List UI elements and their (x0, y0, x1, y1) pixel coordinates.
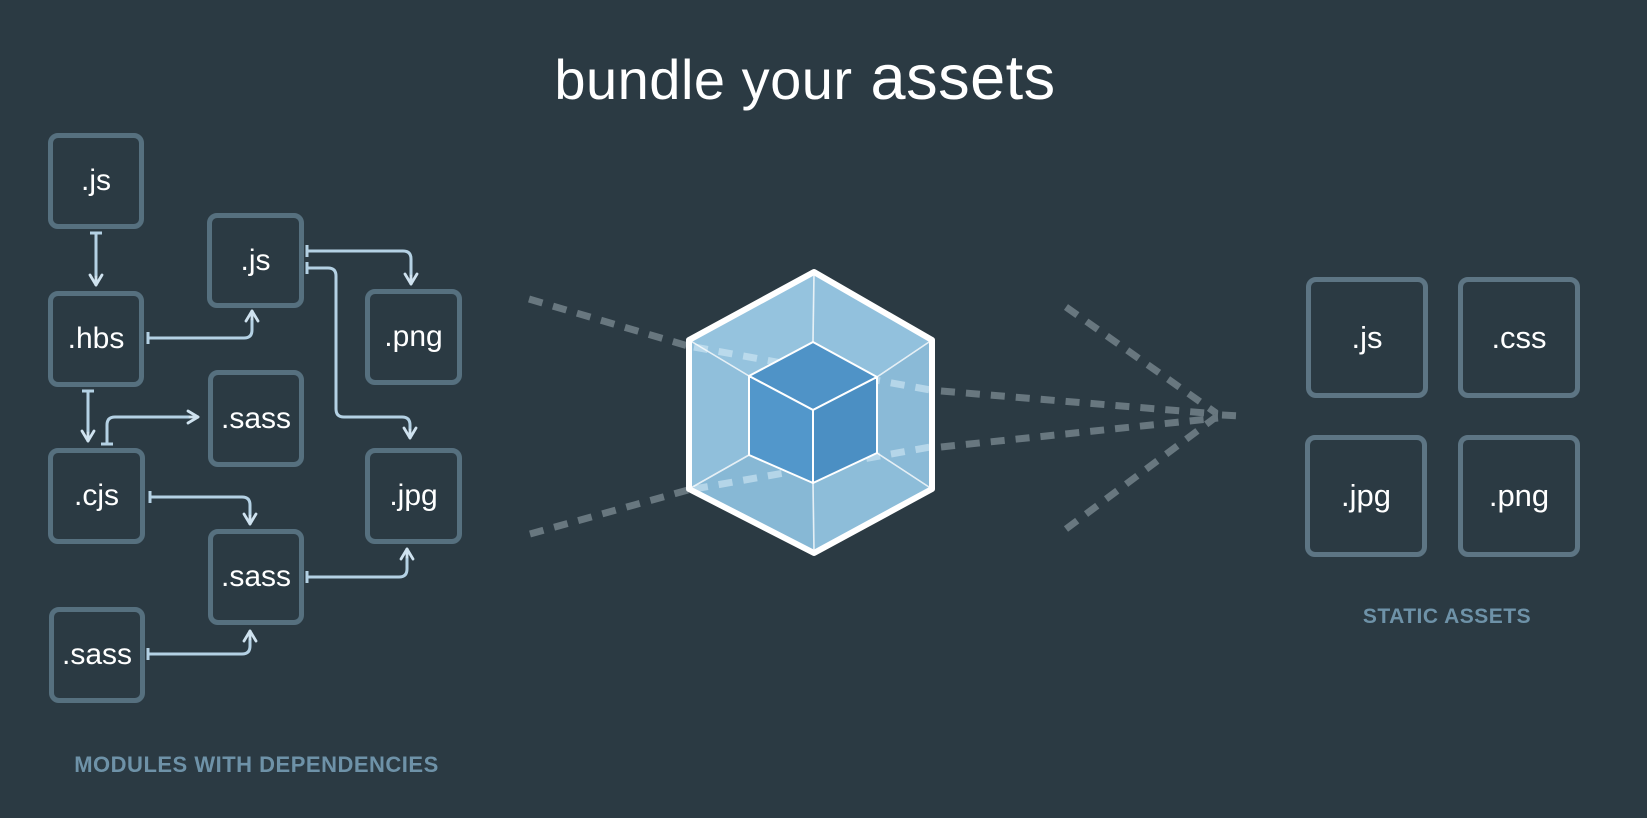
module-label: .sass (220, 560, 292, 593)
arrow-js2-to-jpg (305, 262, 418, 440)
module-label: .js (81, 164, 111, 197)
module-box-cjs: .cjs (48, 448, 145, 544)
asset-label: .jpg (1341, 478, 1391, 513)
arrow-cjs-to-sass1 (101, 409, 200, 446)
module-box-js-1: .js (48, 133, 144, 229)
arrow-sass3-to-sass2 (146, 629, 258, 660)
asset-label: .png (1488, 478, 1550, 513)
flow-arrowhead-upper (1063, 304, 1219, 416)
asset-box-js: .js (1306, 277, 1428, 398)
assets-caption: STATIC ASSETS (1362, 605, 1532, 628)
inner-cube (748, 341, 878, 484)
webpack-cube-icon (686, 269, 937, 556)
flow-through-top (693, 343, 937, 395)
asset-label: .css (1491, 319, 1547, 355)
dashed-flow-lines (528, 295, 1241, 538)
module-box-js-2: .js (207, 213, 304, 308)
flow-in-top (528, 295, 689, 350)
arrow-sass2-to-jpg (305, 547, 415, 583)
module-box-hbs: .hbs (48, 291, 144, 387)
asset-label: .js (1351, 319, 1383, 355)
arrow-cjs-to-sass2 (148, 491, 258, 526)
arrow-hbs-to-js2 (146, 309, 260, 344)
arrow-js2-to-png (305, 245, 419, 286)
title-highlight: assets (870, 43, 1056, 113)
flow-through-bottom (693, 442, 937, 493)
asset-box-jpg: .jpg (1305, 435, 1427, 557)
module-box-sass-1: .sass (208, 370, 304, 467)
module-label: .sass (220, 401, 292, 435)
module-label: .jpg (389, 479, 438, 512)
asset-box-css: .css (1458, 277, 1580, 398)
module-label: .cjs (74, 479, 119, 512)
module-box-png: .png (365, 289, 462, 385)
module-label: .hbs (67, 322, 125, 355)
flow-out-top (940, 387, 1219, 418)
flow-in-bottom (529, 486, 689, 538)
module-box-sass-3: .sass (49, 607, 145, 703)
page-title: bundle your assets (0, 42, 1610, 114)
modules-caption: MODULES WITH DEPENDENCIES (74, 752, 439, 777)
module-label: .sass (61, 638, 133, 671)
dependency-arrows (80, 231, 419, 660)
title-prefix: bundle your (554, 48, 853, 111)
flow-arrowhead-lower (1063, 414, 1219, 532)
module-box-sass-2: .sass (208, 529, 304, 625)
module-label: .js (240, 243, 271, 277)
flow-out-bottom (940, 414, 1219, 451)
module-box-jpg: .jpg (365, 448, 462, 544)
asset-box-png: .png (1458, 435, 1580, 557)
flow-tip-dash (1221, 411, 1241, 420)
module-label: .png (384, 320, 443, 353)
